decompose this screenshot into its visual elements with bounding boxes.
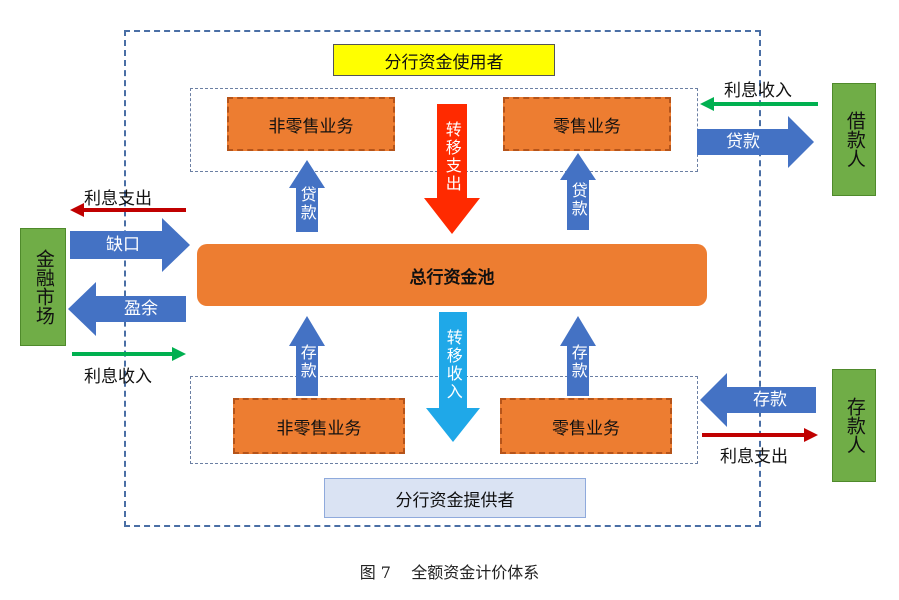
interest-income-right-arrowhead	[700, 97, 714, 111]
loan-text-tl: 贷款	[297, 186, 317, 222]
deposit-label-bottom-right: 存款	[567, 334, 589, 390]
loan-label-top-left: 贷款	[296, 176, 318, 232]
outer-frame	[124, 30, 761, 527]
interest-expense-right: 利息支出	[720, 447, 788, 467]
interest-expense-left-arrowhead	[70, 203, 84, 217]
deposit-text-bl: 存款	[297, 344, 317, 380]
surplus-arrow	[68, 282, 186, 336]
transfer-in-arrow	[426, 312, 480, 442]
bottom-non-retail-business: 非零售业务	[233, 398, 405, 454]
gap-arrow	[70, 218, 190, 272]
deposit-label-bottom-left: 存款	[296, 334, 318, 390]
head-office-fund-pool: 总行资金池	[197, 244, 707, 306]
interest-expense-right-arrowhead	[804, 428, 818, 442]
loan-label-top-right: 贷款	[567, 172, 589, 228]
gap-text: 缺口	[106, 234, 140, 255]
transfer-out-arrow	[424, 104, 480, 234]
transfer-in-text: 转移收入	[439, 320, 467, 410]
transfer-out-text-span: 转移支出	[442, 121, 462, 193]
top-non-retail-business: 非零售业务	[227, 97, 395, 151]
deposit-arrow-up-left	[289, 316, 325, 396]
financial-market-text: 金融市场	[32, 249, 55, 325]
transfer-out-text: 转移支出	[437, 112, 467, 202]
financial-market-box: 金融市场	[20, 228, 66, 346]
interest-expense-left: 利息支出	[84, 189, 152, 209]
borrower-text: 借款人	[843, 111, 866, 168]
depositor-text: 存款人	[843, 397, 866, 454]
deposit-arrow-up-right	[560, 316, 596, 396]
loan-arrow-right	[697, 116, 814, 168]
branch-fund-user-label: 分行资金使用者	[333, 44, 555, 76]
loan-text-tr: 贷款	[568, 182, 588, 218]
right-loan-text: 贷款	[726, 131, 760, 152]
deposit-text-br: 存款	[568, 344, 588, 380]
interest-income-right: 利息收入	[724, 81, 792, 101]
interest-income-left: 利息收入	[84, 367, 152, 387]
transfer-in-text-span: 转移收入	[443, 329, 463, 401]
interest-income-left-arrowhead	[172, 347, 186, 361]
borrower-box: 借款人	[832, 83, 876, 196]
figure-caption: 图 7 全额资金计价体系	[359, 563, 540, 582]
branch-fund-provider-label: 分行资金提供者	[324, 478, 586, 518]
deposit-arrow-left	[700, 373, 816, 427]
top-retail-business: 零售业务	[503, 97, 671, 151]
surplus-text: 盈余	[124, 298, 158, 319]
bottom-retail-business: 零售业务	[500, 398, 672, 454]
depositor-box: 存款人	[832, 369, 876, 482]
right-deposit-text: 存款	[753, 389, 787, 410]
loan-arrow-up-right	[560, 153, 596, 230]
loan-arrow-up-left	[289, 160, 325, 232]
